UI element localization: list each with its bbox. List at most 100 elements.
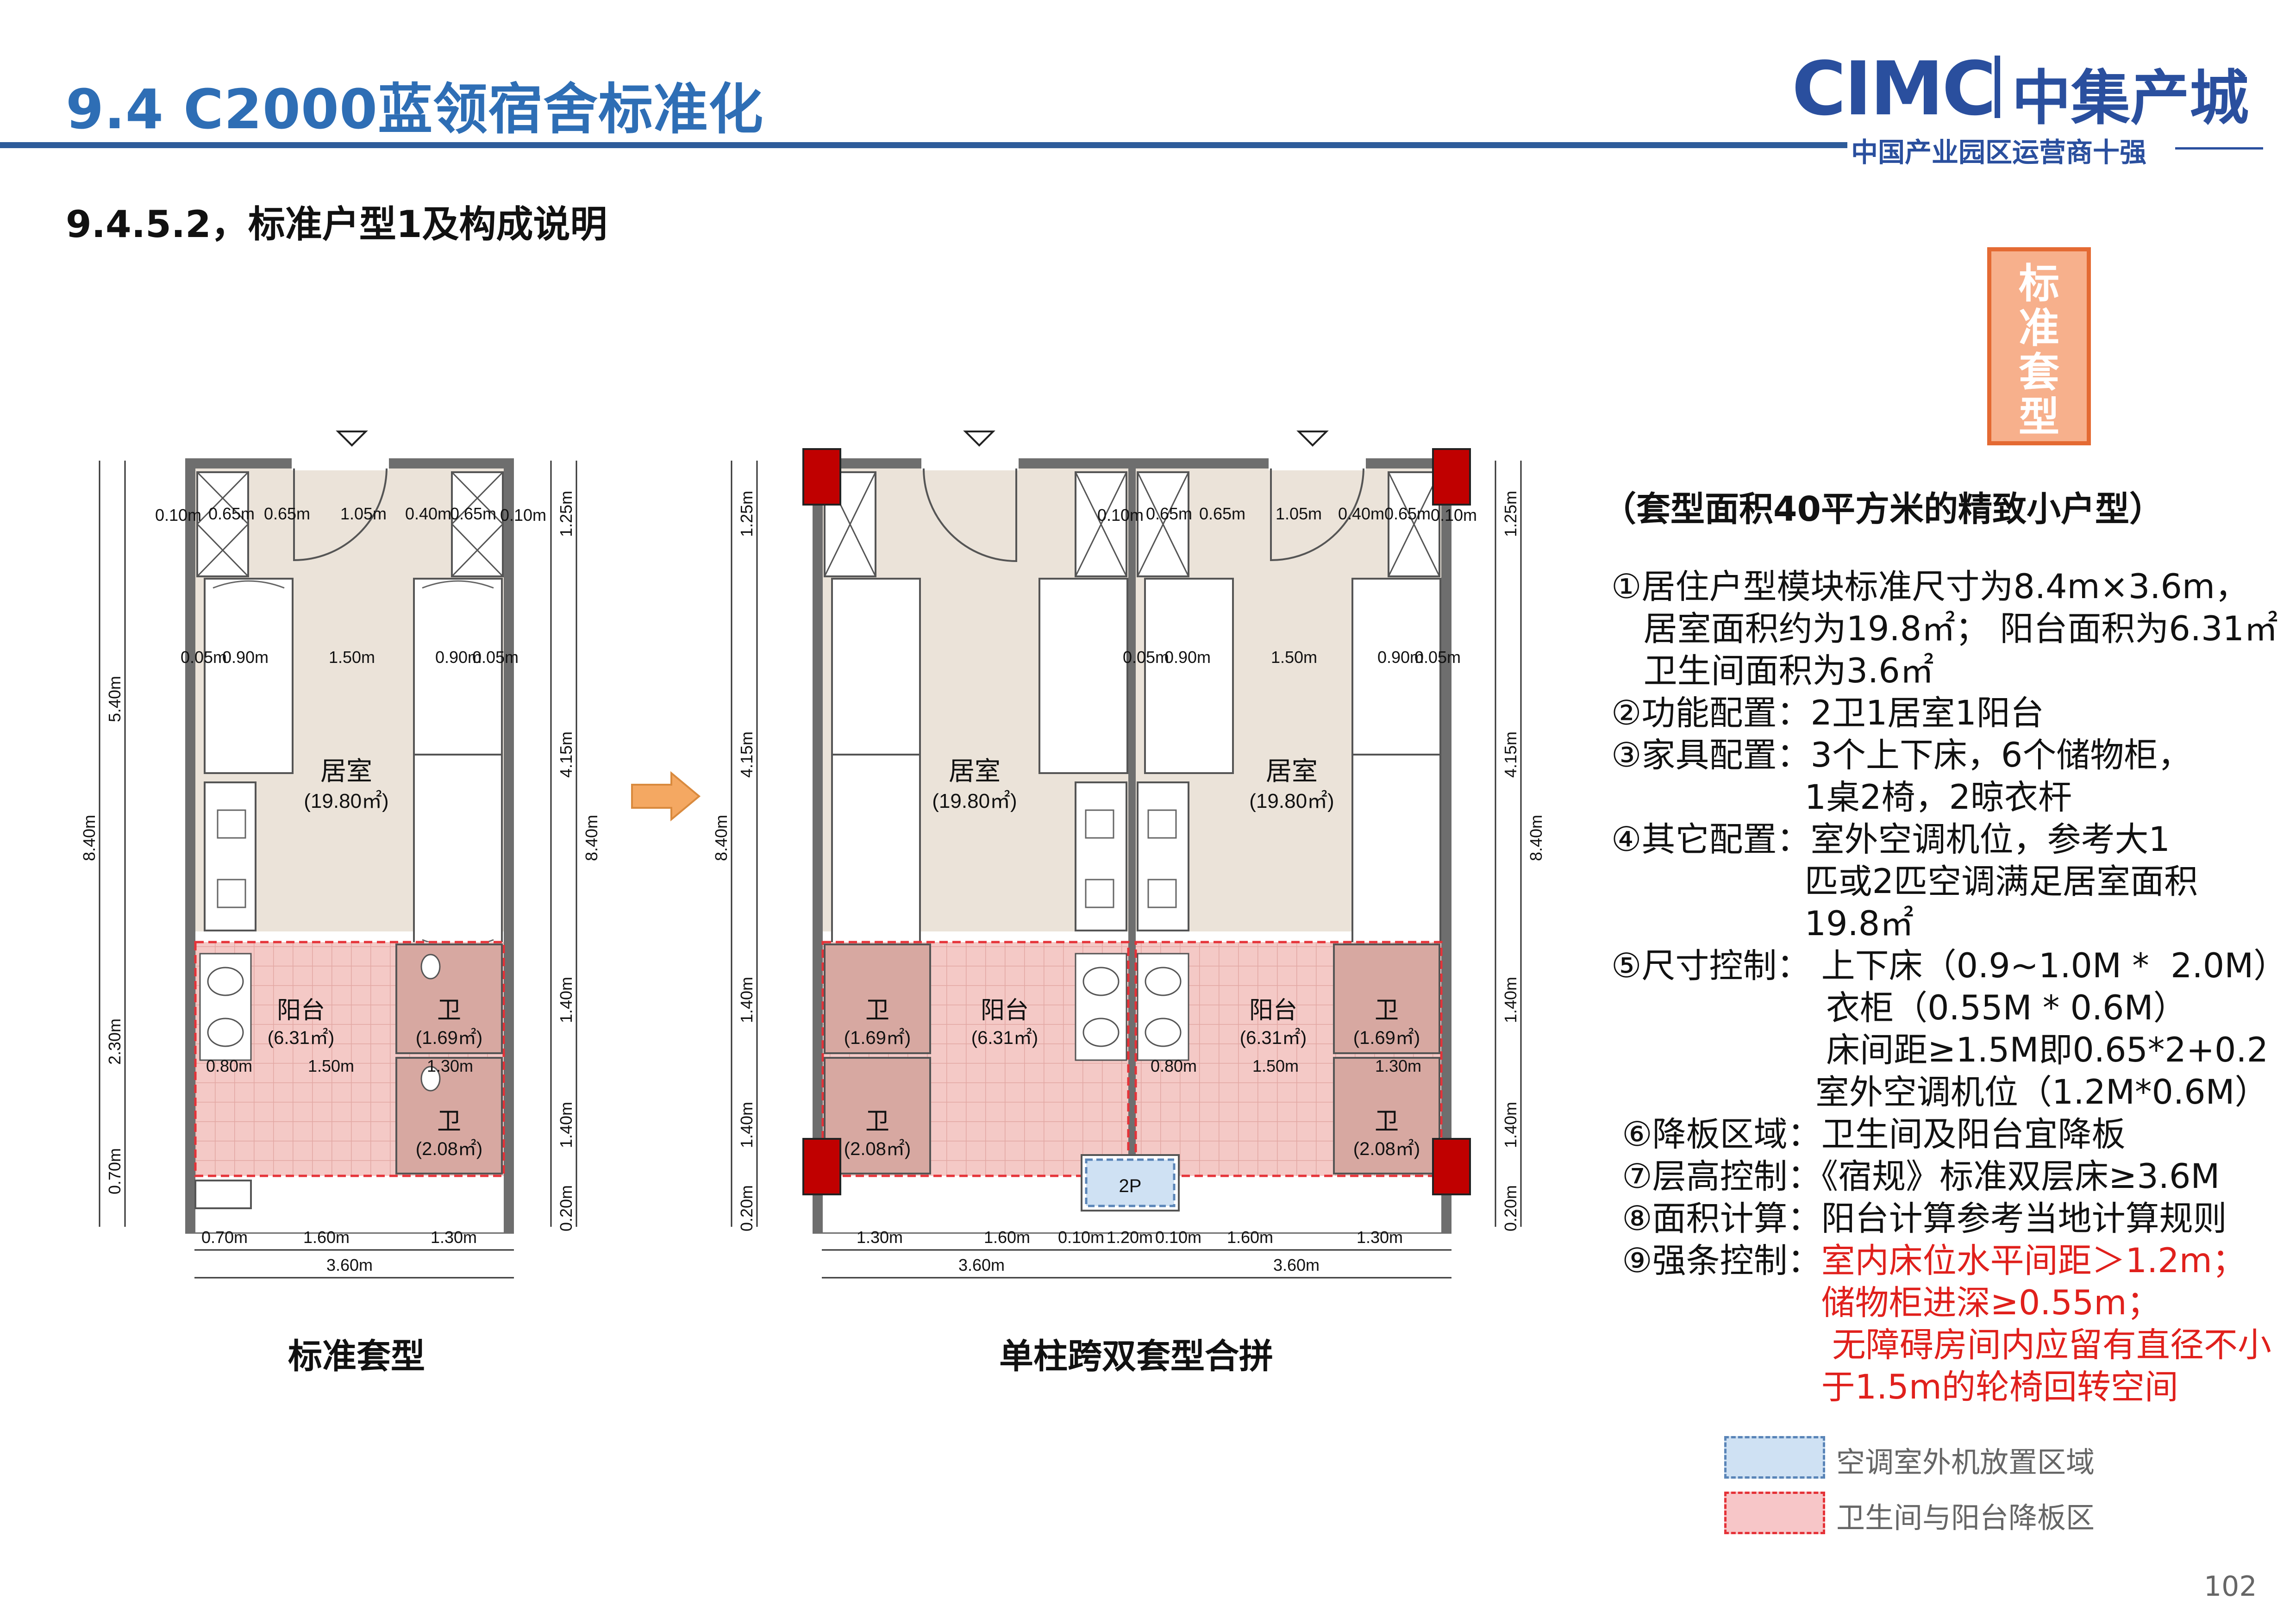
label-wc2-area: (2.08㎡) xyxy=(416,1139,483,1159)
svg-text:1.60m: 1.60m xyxy=(303,1228,350,1247)
logo-chinese: 中集产城 xyxy=(2012,64,2249,133)
svg-text:0.40m: 0.40m xyxy=(405,504,451,523)
svg-text:1.20m: 1.20m xyxy=(1107,1228,1153,1247)
svg-text:0.05m: 0.05m xyxy=(1123,648,1169,667)
label-wc1-area: (1.69㎡) xyxy=(416,1028,483,1048)
column xyxy=(802,448,841,506)
svg-text:1.40m: 1.40m xyxy=(1501,977,1520,1023)
svg-text:1.25m: 1.25m xyxy=(557,491,576,537)
svg-text:0.10m: 0.10m xyxy=(500,506,546,525)
svg-text:4.15m: 4.15m xyxy=(1501,731,1520,778)
svg-text:1.60m: 1.60m xyxy=(984,1228,1030,1247)
svg-text:0.90m: 0.90m xyxy=(435,648,482,667)
svg-text:1.25m: 1.25m xyxy=(737,491,756,537)
logo-tagline-rule xyxy=(2175,147,2263,150)
svg-text:0.20m: 0.20m xyxy=(557,1185,576,1231)
svg-text:居室: 居室 xyxy=(1266,756,1318,786)
svg-text:8.40m: 8.40m xyxy=(582,815,601,861)
svg-text:卫: 卫 xyxy=(1375,997,1399,1024)
svg-text:1.30m: 1.30m xyxy=(857,1228,903,1247)
svg-text:1.40m: 1.40m xyxy=(557,977,576,1023)
desc-red-line: 室内床位水平间距＞1.2m； xyxy=(1821,1241,2246,1280)
svg-text:0.80m: 0.80m xyxy=(206,1056,252,1075)
floor-plan-standard: 居室 (19.80㎡) 阳台 (6.31㎡) 卫 (1.69㎡) 卫 (2.08… xyxy=(80,431,601,1279)
bed-right-bottom xyxy=(413,754,503,950)
svg-text:(19.80㎡): (19.80㎡) xyxy=(932,790,1017,812)
svg-text:(2.08㎡): (2.08㎡) xyxy=(1353,1139,1420,1159)
wc2 xyxy=(395,1057,503,1174)
party-wall xyxy=(1128,468,1136,1163)
svg-text:1.50m: 1.50m xyxy=(308,1056,354,1075)
desc-line: 衣柜（0.55M * 0.6M） xyxy=(1611,988,2187,1028)
desc-line: 19.8㎡ xyxy=(1611,904,1914,943)
label-balcony: 阳台 xyxy=(277,997,325,1024)
desc-line: 居室面积约为19.8㎡； 阳台面积为6.31㎡ xyxy=(1611,609,2278,649)
svg-text:0.65m: 0.65m xyxy=(208,504,255,523)
svg-text:8.40m: 8.40m xyxy=(713,815,731,861)
page-title: 9.4 C2000蓝领宿舍标准化 xyxy=(66,77,764,141)
desc-line: 床间距≥1.5M即0.65*2+0.2 xyxy=(1611,1031,2269,1070)
svg-text:居室: 居室 xyxy=(949,756,1001,786)
bed-right-top xyxy=(413,578,503,774)
svg-text:1.40m: 1.40m xyxy=(557,1102,576,1148)
svg-text:0.05m: 0.05m xyxy=(1414,648,1461,667)
svg-text:1.05m: 1.05m xyxy=(1276,504,1322,523)
svg-text:0.90m: 0.90m xyxy=(1164,648,1211,667)
vertical-tag-text: 标 准 套 型 xyxy=(2018,260,2059,441)
arrow-right-icon xyxy=(631,771,701,822)
svg-text:0.80m: 0.80m xyxy=(1151,1056,1197,1075)
column xyxy=(802,1138,841,1195)
logo-cimc: CIMC xyxy=(1792,45,1996,132)
section-subtitle: 9.4.5.2，标准户型1及构成说明 xyxy=(66,203,607,246)
svg-text:0.65m: 0.65m xyxy=(1384,504,1431,523)
svg-text:4.15m: 4.15m xyxy=(557,731,576,778)
legend-ac-swatch xyxy=(1724,1436,1825,1479)
wc1 xyxy=(395,943,503,1054)
desc-line: ④其它配置：室外空调机位，参考大1 xyxy=(1611,820,2170,859)
svg-text:1.50m: 1.50m xyxy=(1271,648,1317,667)
svg-text:0.05m: 0.05m xyxy=(181,648,227,667)
desc-line: 室外空调机位（1.2M*0.6M） xyxy=(1611,1073,2269,1112)
svg-text:5.40m: 5.40m xyxy=(105,676,124,722)
vertical-tag: 标 准 套 型 xyxy=(1987,247,2091,445)
desc-line: ⑧面积计算：阳台计算参考当地计算规则 xyxy=(1611,1199,2227,1238)
desc-line: ⑥降板区域：卫生间及阳台宜降板 xyxy=(1611,1115,2126,1154)
svg-text:0.10m: 0.10m xyxy=(1058,1228,1104,1247)
title-underline xyxy=(0,142,1847,148)
svg-text:(19.80㎡): (19.80㎡) xyxy=(1249,790,1334,812)
svg-text:8.40m: 8.40m xyxy=(80,815,99,861)
legend-drop-swatch xyxy=(1724,1492,1825,1534)
logo-tagline: 中国产业园区运营商十强 xyxy=(1851,137,2147,168)
svg-text:0.20m: 0.20m xyxy=(737,1185,756,1231)
label-bedroom-area: (19.80㎡) xyxy=(304,790,388,812)
ac-label: 2P xyxy=(1119,1176,1142,1196)
svg-text:1.50m: 1.50m xyxy=(1252,1056,1299,1075)
svg-text:阳台: 阳台 xyxy=(981,997,1029,1024)
svg-text:1.50m: 1.50m xyxy=(329,648,375,667)
label-bedroom: 居室 xyxy=(320,756,372,786)
label-balcony-area: (6.31㎡) xyxy=(268,1028,335,1048)
svg-text:1.25m: 1.25m xyxy=(1501,491,1520,537)
svg-text:1.30m: 1.30m xyxy=(427,1056,473,1075)
caption-standard-unit: 标准套型 xyxy=(288,1337,425,1376)
desc-red-line: ⑨强条控制：储物柜进深≥0.55m； xyxy=(1821,1283,2161,1323)
svg-text:1.30m: 1.30m xyxy=(431,1228,477,1247)
svg-text:0.90m: 0.90m xyxy=(1377,648,1424,667)
label-wc1: 卫 xyxy=(437,997,461,1024)
svg-text:0.90m: 0.90m xyxy=(222,648,269,667)
desc-line: ⑤尺寸控制： 上下床（0.9~1.0M * 2.0M） xyxy=(1611,946,2288,986)
svg-text:8.40m: 8.40m xyxy=(1526,815,1545,861)
legend-ac-label: 空调室外机放置区域 xyxy=(1836,1445,2095,1479)
svg-text:卫: 卫 xyxy=(1375,1108,1399,1135)
description-list: ①居住户型模块标准尺寸为8.4m×3.6m， 居室面积约为19.8㎡； 阳台面积… xyxy=(1611,566,2292,1408)
svg-text:0.70m: 0.70m xyxy=(105,1148,124,1194)
svg-text:1.40m: 1.40m xyxy=(1501,1102,1520,1148)
svg-text:1.60m: 1.60m xyxy=(1227,1228,1273,1247)
svg-text:阳台: 阳台 xyxy=(1249,997,1297,1024)
desc-line: ①居住户型模块标准尺寸为8.4m×3.6m， xyxy=(1611,567,2249,606)
caption-double-unit: 单柱跨双套型合拼 xyxy=(999,1337,1273,1376)
svg-text:(2.08㎡): (2.08㎡) xyxy=(844,1139,911,1159)
svg-text:0.65m: 0.65m xyxy=(1199,504,1245,523)
desc-line: 匹或2匹空调满足居室面积 xyxy=(1611,862,2198,901)
column xyxy=(1432,448,1471,506)
